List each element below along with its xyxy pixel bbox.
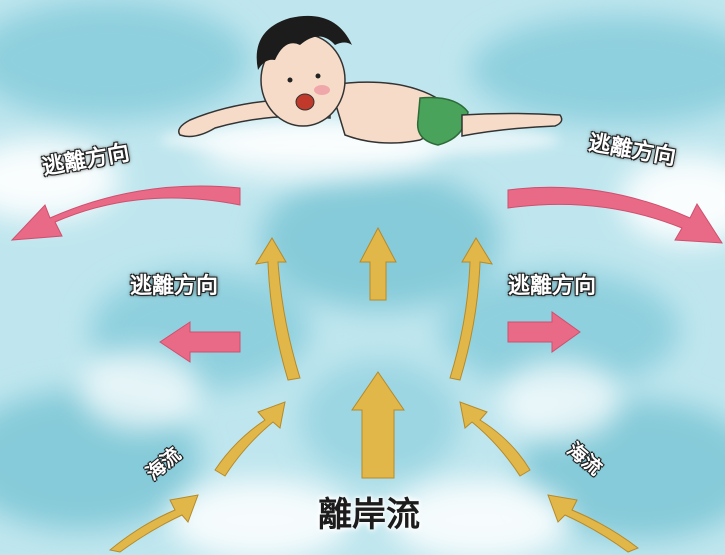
feeder-arrow-left-lower	[108, 494, 199, 553]
feeder-arrow-left-middle	[214, 401, 286, 477]
escape-label-mid-right: 逃離方向	[508, 274, 597, 299]
escape-arrow-mid-left	[159, 321, 241, 363]
swimmer-eye	[315, 73, 321, 79]
swimmer	[160, 15, 563, 156]
rip-arrow-top	[359, 226, 397, 301]
swim-trunks	[416, 96, 469, 146]
swimmer-hair	[256, 15, 352, 70]
rip-arrow-bottom	[351, 371, 405, 479]
feeder-arrow-right-lower	[547, 494, 640, 553]
escape-arrows	[10, 185, 723, 363]
swimmer-eye	[287, 77, 293, 83]
escape-arrow-top-right	[507, 186, 723, 244]
escape-arrow-mid-right	[507, 311, 581, 353]
escape-arrow-top-left	[10, 185, 241, 241]
feeder-arrow-right-upper	[449, 237, 494, 381]
escape-label-mid-left: 逃離方向	[130, 274, 219, 299]
current-arrows	[108, 226, 640, 553]
swimmer-mouth	[295, 93, 315, 111]
swimmer-leg	[461, 112, 563, 137]
feeder-arrow-right-middle	[459, 401, 531, 477]
swimmer-cheek	[314, 85, 330, 95]
feeder-arrow-left-upper	[254, 237, 301, 381]
rip-current-label: 離岸流	[318, 495, 420, 535]
